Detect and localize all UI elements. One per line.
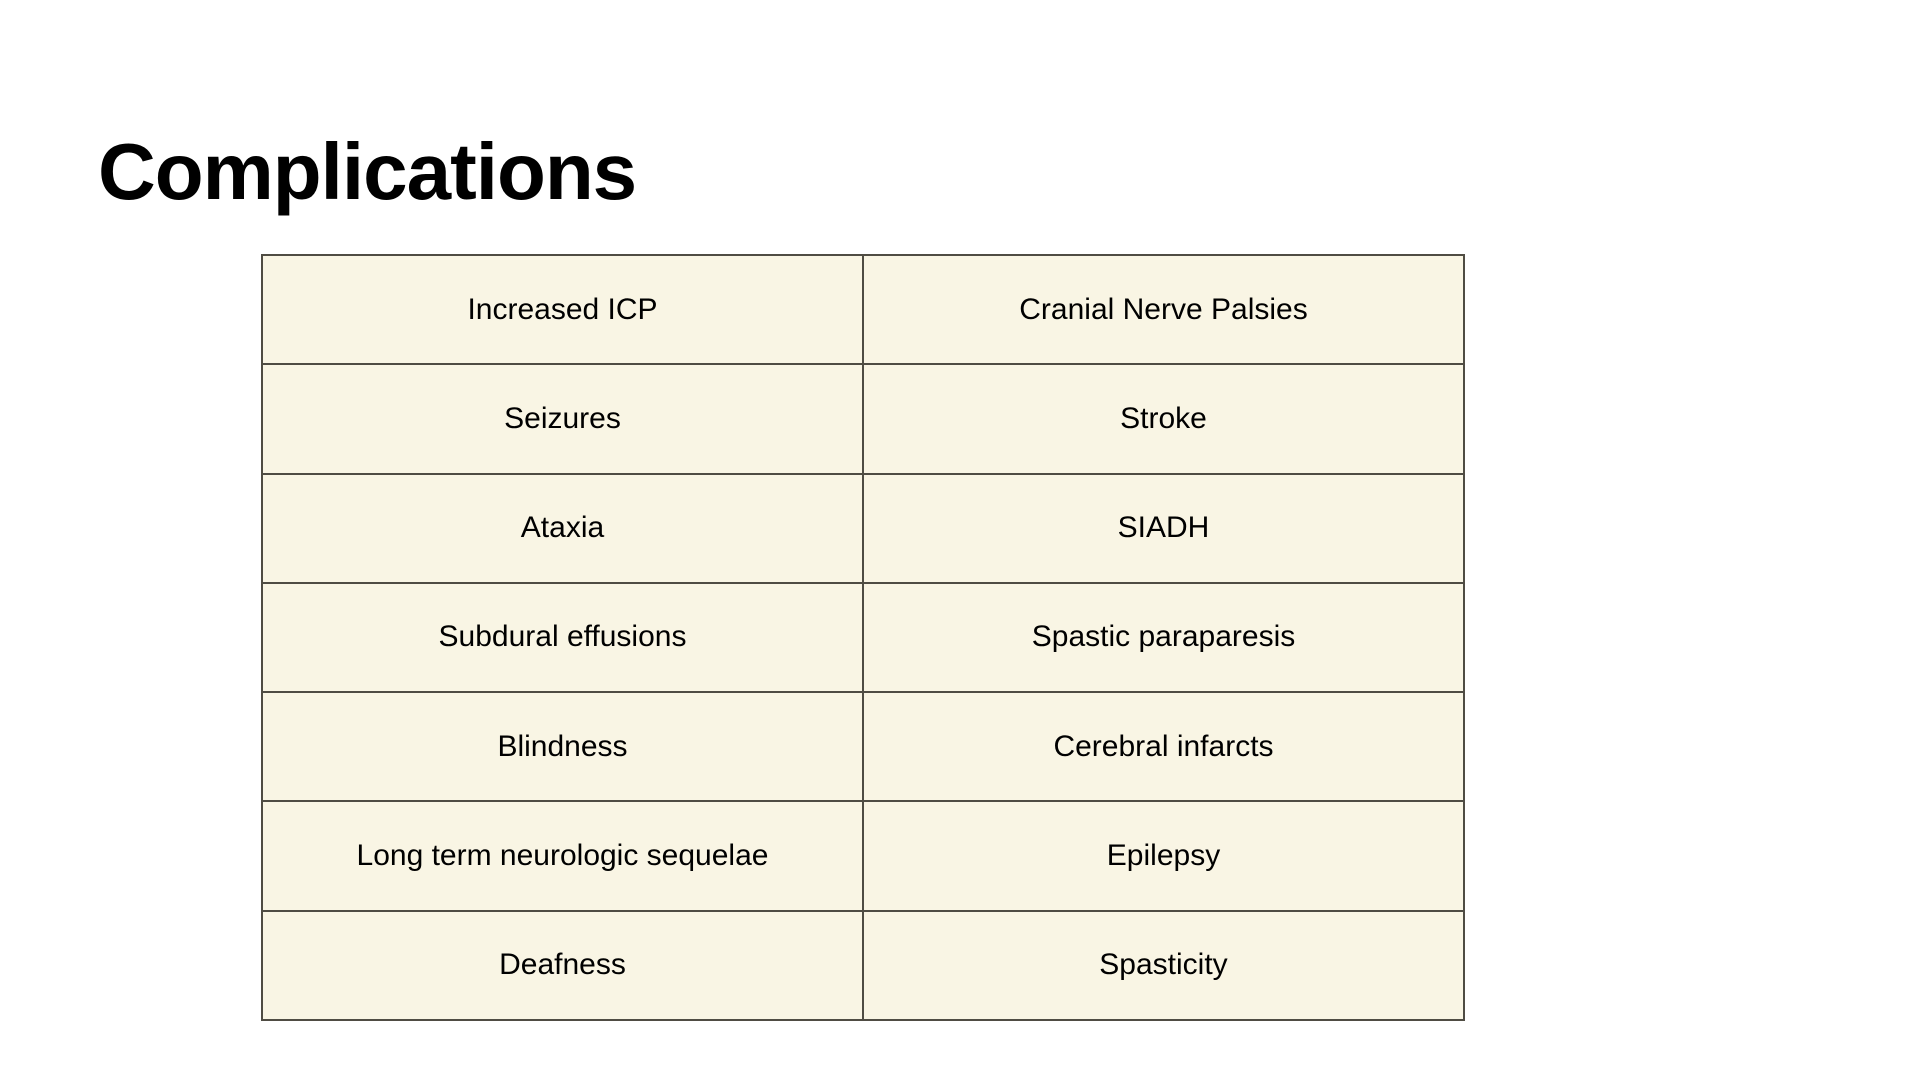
table-cell-right[interactable]: Cranial Nerve Palsies xyxy=(862,253,1465,366)
cell-label: Deafness xyxy=(499,948,626,982)
table-row: Deafness Spasticity xyxy=(261,909,1465,1021)
table-cell-left[interactable]: Long term neurologic sequelae xyxy=(261,800,864,912)
table-cell-right[interactable]: Spastic paraparesis xyxy=(862,581,1465,694)
cell-label: SIADH xyxy=(1117,511,1210,545)
cell-label: Cranial Nerve Palsies xyxy=(1019,292,1308,326)
table-row: Increased ICP Cranial Nerve Palsies xyxy=(261,253,1465,366)
table-cell-right[interactable]: Spasticity xyxy=(862,909,1465,1021)
complications-table: Increased ICP Cranial Nerve Palsies Seiz… xyxy=(261,253,1465,1021)
cell-label: Epilepsy xyxy=(1106,838,1221,872)
table-cell-left[interactable]: Seizures xyxy=(261,363,864,475)
table-cell-right[interactable]: Stroke xyxy=(862,363,1465,475)
cell-label: Spasticity xyxy=(1099,948,1228,982)
table-row: Long term neurologic sequelae Epilepsy xyxy=(261,800,1465,912)
table-cell-left[interactable]: Blindness xyxy=(261,691,864,803)
table-row: Blindness Cerebral infarcts xyxy=(261,691,1465,803)
cell-label: Blindness xyxy=(497,729,628,763)
table-cell-left[interactable]: Deafness xyxy=(261,909,864,1021)
table-cell-right[interactable]: Cerebral infarcts xyxy=(862,691,1465,803)
table-cell-right[interactable]: Epilepsy xyxy=(862,800,1465,912)
cell-label: Increased ICP xyxy=(467,292,658,326)
table-row: Subdural effusions Spastic paraparesis xyxy=(261,581,1465,694)
cell-label: Subdural effusions xyxy=(438,620,687,654)
cell-label: Cerebral infarcts xyxy=(1053,729,1274,763)
cell-label: Stroke xyxy=(1120,401,1207,435)
table-cell-left[interactable]: Ataxia xyxy=(261,472,864,584)
page-title: Complications xyxy=(98,126,637,216)
table-cell-left[interactable]: Subdural effusions xyxy=(261,581,864,694)
table-row: Ataxia SIADH xyxy=(261,472,1465,584)
cell-label: Long term neurologic sequelae xyxy=(356,838,769,872)
cell-label: Ataxia xyxy=(520,511,605,545)
cell-label: Seizures xyxy=(504,401,621,435)
cell-label: Spastic paraparesis xyxy=(1031,620,1296,654)
table-row: Seizures Stroke xyxy=(261,363,1465,475)
table-cell-left[interactable]: Increased ICP xyxy=(261,253,864,366)
table-body: Increased ICP Cranial Nerve Palsies Seiz… xyxy=(261,253,1465,1021)
table-cell-right[interactable]: SIADH xyxy=(862,472,1465,584)
